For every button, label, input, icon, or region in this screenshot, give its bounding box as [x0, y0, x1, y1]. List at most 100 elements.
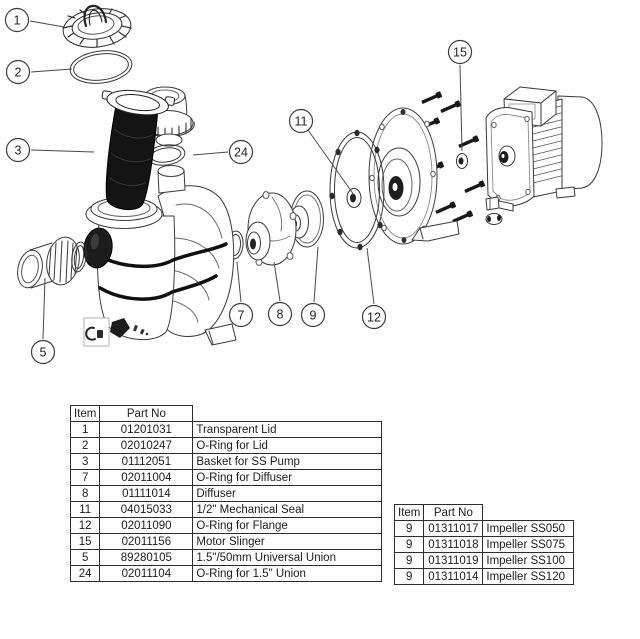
cell-description: Impeller SS075 [482, 536, 575, 553]
col-header-item: Item [69, 405, 101, 422]
cell-description: O-Ring for Diffuser [192, 469, 383, 486]
cell-part-no: 02010247 [99, 437, 194, 454]
cell-part-no: 01201031 [99, 421, 194, 438]
callout-11: 11 [288, 108, 355, 196]
motor-slinger-drawing [456, 153, 468, 169]
diffuser-drawing [245, 191, 297, 266]
col-header-partno: Part No [99, 405, 194, 422]
cell-item: 9 [393, 552, 425, 569]
svg-text:7: 7 [238, 309, 245, 323]
callout-9: 9 [300, 246, 326, 328]
col-header-item: Item [393, 504, 425, 521]
svg-text:3: 3 [15, 144, 22, 158]
svg-text:9: 9 [310, 309, 317, 323]
callout-15: 15 [447, 39, 473, 152]
callout-5: 5 [30, 277, 56, 365]
flange-gasket-drawing [329, 129, 385, 251]
table-header-row: Item Part No [69, 405, 382, 422]
cell-description: 1/2" Mechanical Seal [192, 501, 383, 518]
cell-description: Impeller SS100 [482, 552, 575, 569]
cell-description: O-Ring for Lid [192, 437, 383, 454]
col-header-description-empty [193, 406, 382, 422]
seal-plate-drawing [368, 107, 460, 245]
cell-description: O-Ring for Flange [192, 517, 383, 534]
col-header-partno: Part No [423, 504, 484, 521]
cell-item: 11 [69, 501, 101, 518]
svg-text:24: 24 [234, 146, 248, 160]
cell-part-no: 01311017 [423, 520, 484, 537]
cell-part-no: 01311019 [423, 552, 484, 569]
cell-item: 7 [69, 469, 101, 486]
table-header-row: Item Part No [393, 504, 574, 521]
cell-part-no: 01111014 [99, 485, 194, 502]
callout-7: 7 [228, 261, 254, 328]
cell-description: O-Ring for 1.5" Union [192, 565, 383, 582]
svg-text:2: 2 [15, 66, 22, 80]
callout-12: 12 [361, 247, 387, 330]
oring-2-drawing [69, 50, 133, 84]
motor-small-parts-drawing [485, 196, 503, 225]
cell-part-no: 01112051 [99, 453, 194, 470]
motor-drawing [485, 86, 603, 212]
svg-text:5: 5 [40, 346, 47, 360]
pump-housing-drawing [83, 165, 237, 346]
callout-8: 8 [267, 261, 293, 327]
cell-item: 1 [69, 421, 101, 438]
basket-drawing [101, 89, 175, 211]
union-left-drawing [17, 236, 80, 289]
svg-text:8: 8 [277, 308, 284, 322]
drain-plug-box-drawing [83, 317, 110, 347]
cell-item: 15 [69, 533, 101, 550]
cell-description: Impeller SS050 [482, 520, 575, 537]
callout-3: 3 [5, 137, 95, 163]
cell-part-no: 89280105 [99, 549, 194, 566]
cell-part-no: 02011090 [99, 517, 194, 534]
cell-description: Impeller SS120 [482, 568, 575, 585]
cell-item: 5 [69, 549, 101, 566]
svg-text:12: 12 [367, 311, 381, 325]
cell-item: 9 [393, 536, 425, 553]
mechanical-seal-drawing [346, 188, 362, 208]
cell-part-no: 02011104 [99, 565, 194, 582]
cell-item: 9 [393, 568, 425, 585]
cell-part-no: 01311018 [423, 536, 484, 553]
lid-drawing [62, 4, 132, 48]
callout-1: 1 [4, 7, 65, 33]
cell-description: 1.5"/50mm Universal Union [192, 549, 383, 566]
cell-item: 3 [69, 453, 101, 470]
cell-item: 2 [69, 437, 101, 454]
callout-2: 2 [5, 59, 73, 85]
cell-part-no: 01311014 [423, 568, 484, 585]
cell-part-no: 04015033 [99, 501, 194, 518]
svg-text:11: 11 [295, 115, 308, 129]
oring-small-drawing [71, 241, 87, 273]
cell-part-no: 02011004 [99, 469, 194, 486]
svg-text:15: 15 [453, 46, 467, 60]
callout-24: 24 [192, 139, 254, 165]
svg-text:1: 1 [14, 14, 21, 28]
col-header-description-empty [483, 505, 574, 521]
cell-description: Motor Slinger [192, 533, 383, 550]
cell-description: Basket for SS Pump [192, 453, 383, 470]
cell-description: Diffuser [192, 485, 383, 502]
cell-description: Transparent Lid [192, 421, 383, 438]
